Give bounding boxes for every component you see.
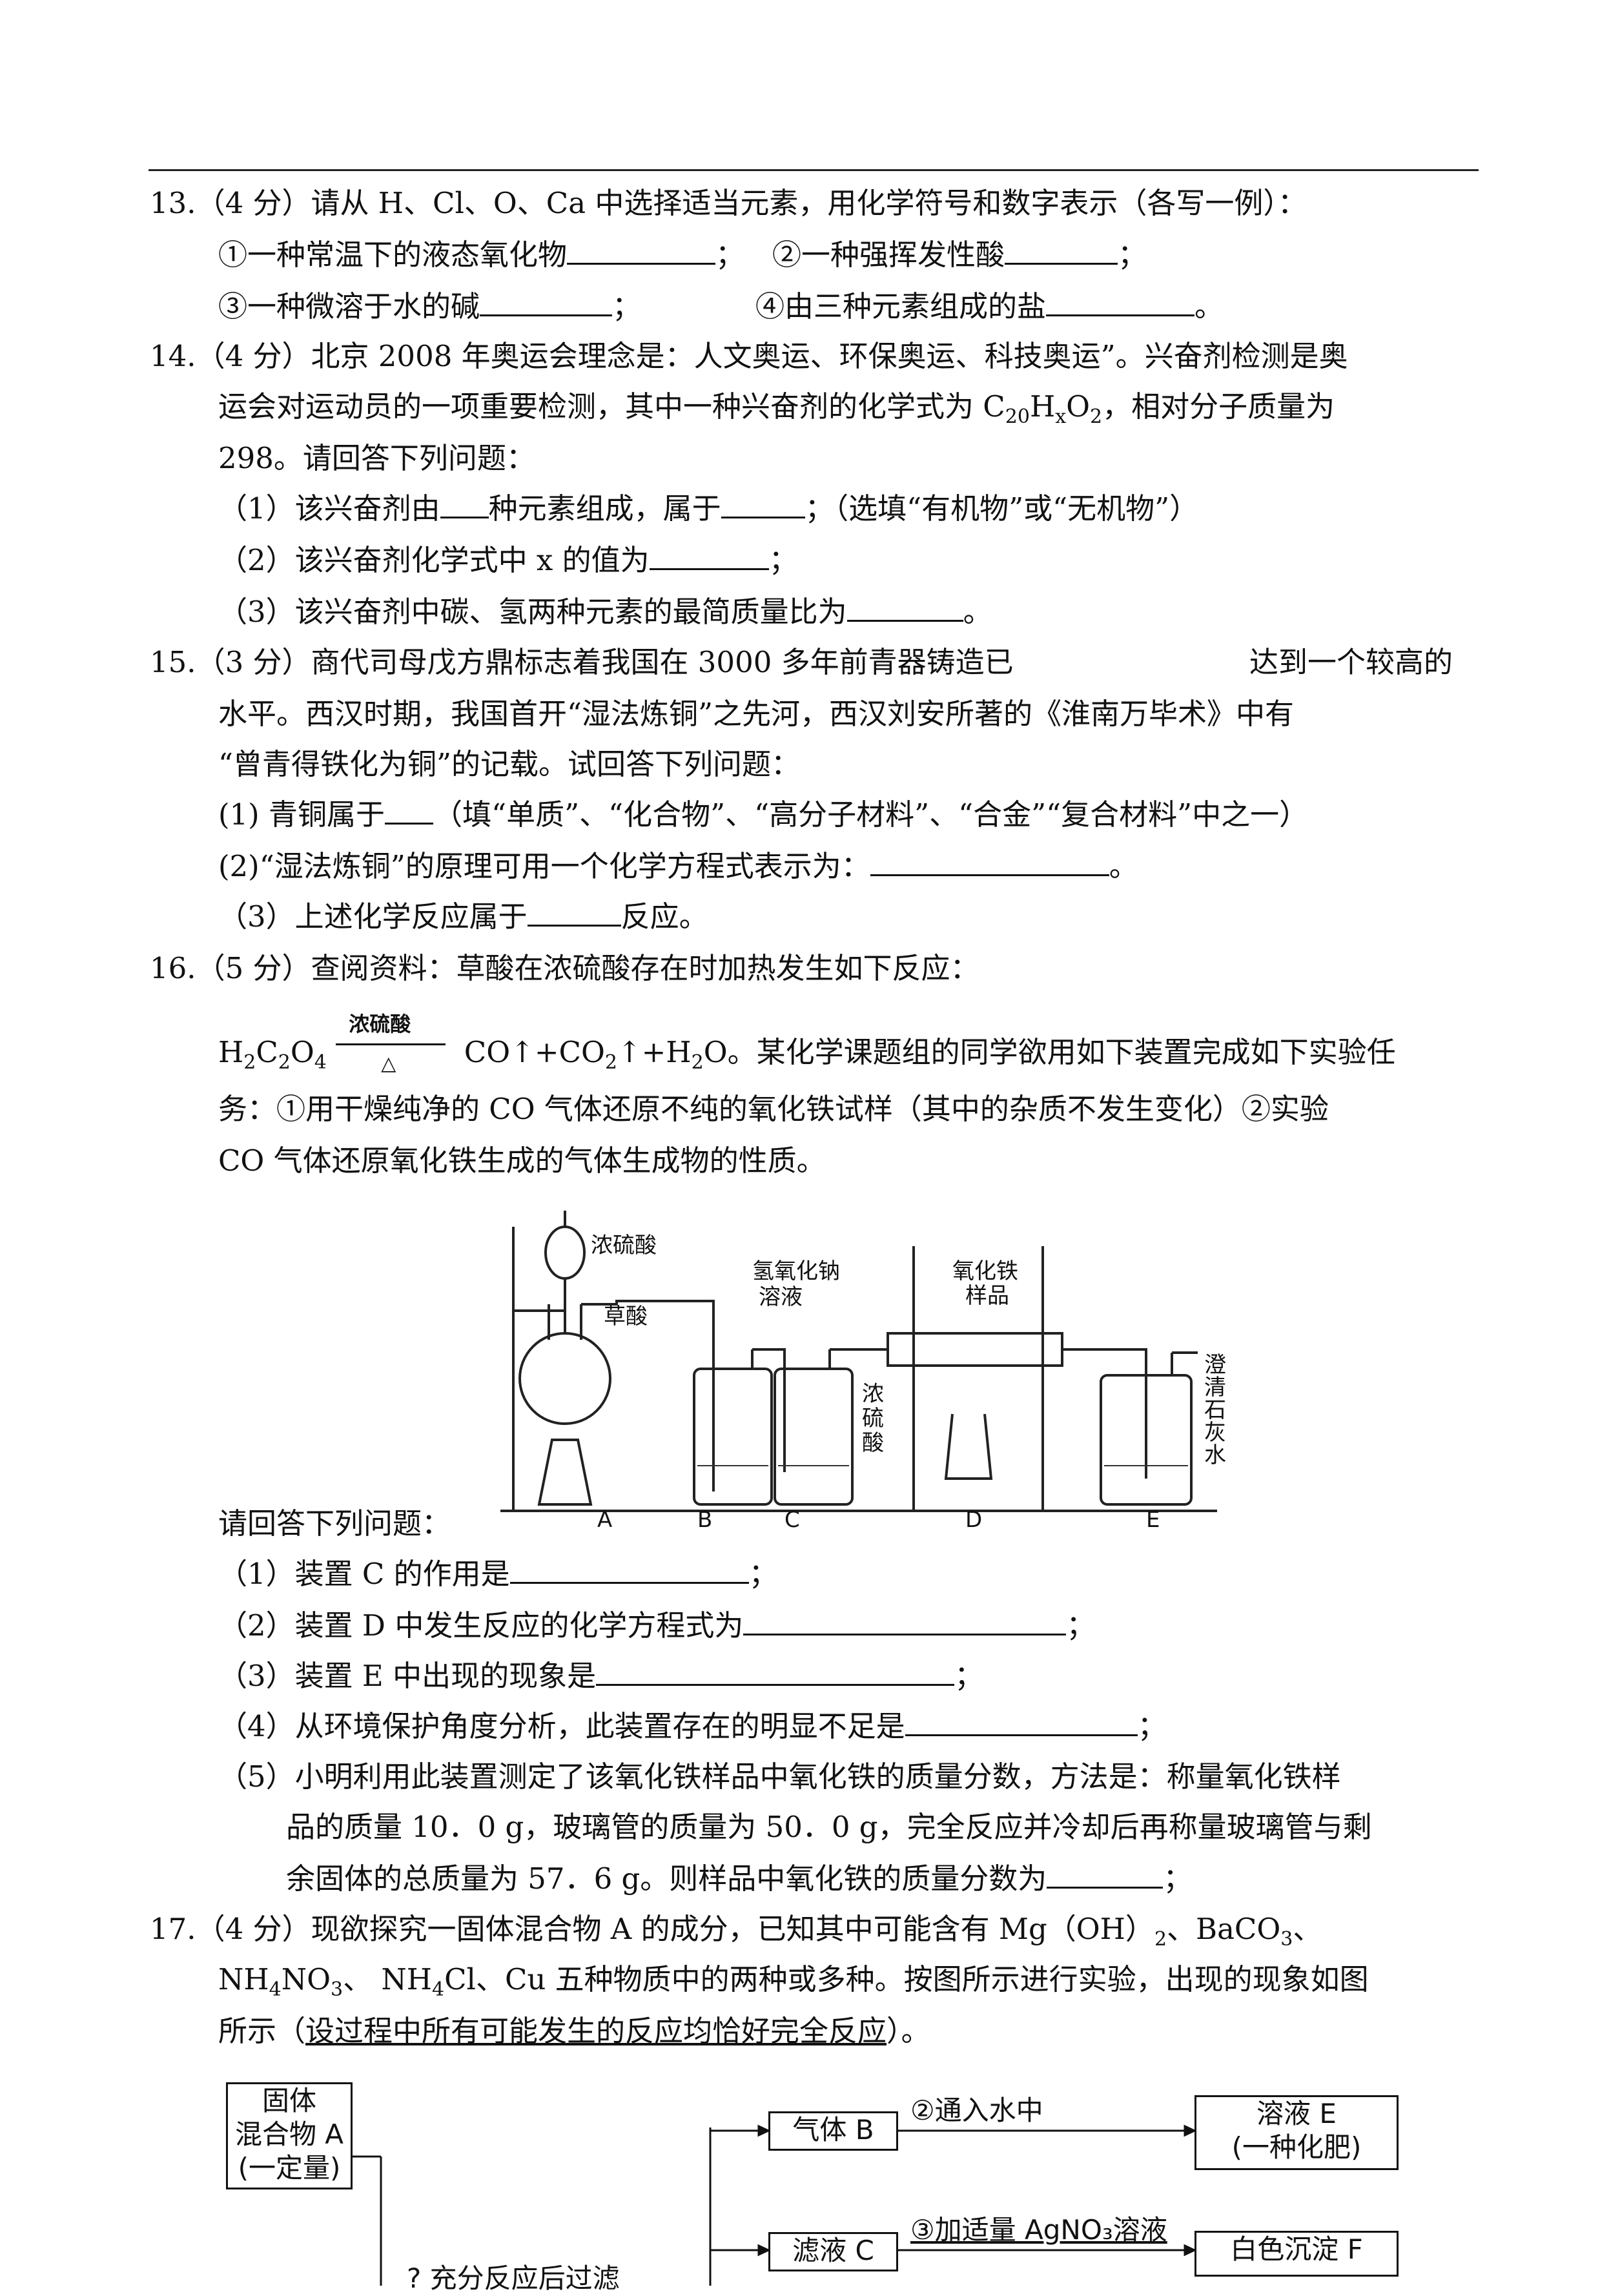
q16-line3: 务：①用干燥纯净的 CO 气体还原不纯的氧化铁试样（其中的杂质不发生变化）②实验: [218, 1092, 1329, 1126]
q16-blank-1[interactable]: [509, 1555, 749, 1584]
label-lime-1: 澄: [1204, 1352, 1226, 1378]
q15-sub3: （3）上述化学反应属于反应。: [218, 897, 708, 936]
q14-blank-4[interactable]: [846, 593, 963, 622]
bottle-b: [693, 1368, 773, 1506]
box-precipitate-f: 白色沉淀 F: [1194, 2231, 1399, 2277]
label-lime-5: 水: [1204, 1442, 1226, 1468]
q13-line2: ①一种常温下的液态氧化物； ②一种强挥发性酸；: [218, 236, 1147, 274]
bottle-e: [1100, 1374, 1193, 1506]
q14-blank-2[interactable]: [721, 489, 805, 518]
box-gas-b: 气体 B: [768, 2111, 898, 2151]
bottle-c: [774, 1368, 854, 1506]
label-h2so4-3: 酸: [862, 1430, 884, 1456]
box-filtrate-c: 滤液 C: [768, 2232, 898, 2271]
q15-blank-3[interactable]: [527, 897, 621, 927]
q16-ask: 请回答下列问题：: [218, 1506, 451, 1541]
label-fe2o3-2: 样品: [965, 1283, 1009, 1309]
q16-sub1: （1）装置 C 的作用是；: [218, 1555, 778, 1594]
label-naoh-1: 氢氧化钠: [752, 1258, 840, 1284]
q14-line1: 14.（4 分）北京 2008 年奥运会理念是：人文奥运、环保奥运、科技奥运”。…: [150, 339, 1348, 373]
flask-a: [518, 1332, 611, 1425]
q16-equation: H2C2O4 浓硫酸 △ CO↑+CO2↑+H2O。某化学课题组的同学欲用如下装…: [218, 1011, 1396, 1075]
burner-d: [944, 1413, 993, 1480]
q15-line1b: 达到一个较高的: [1249, 645, 1453, 679]
box-solid-a: 固体混合物 A(一定量): [226, 2082, 353, 2189]
label-h2so4-2: 硫: [862, 1406, 884, 1431]
label-c: C: [784, 1507, 800, 1530]
q14-sub3: （3）该兴奋剂中碳、氢两种元素的最简质量比为。: [218, 593, 992, 631]
q16-blank-4[interactable]: [905, 1707, 1138, 1736]
q16-line4: CO 气体还原氧化铁生成的气体生成物的性质。: [218, 1143, 826, 1178]
q15-blank-2[interactable]: [870, 847, 1109, 876]
label-h2so4-1: 浓: [862, 1381, 884, 1407]
q16-blank-3[interactable]: [596, 1657, 955, 1686]
label-lime-2: 清: [1204, 1375, 1226, 1400]
q16-sub5a: （5）小明利用此装置测定了该氧化铁样品中氧化铁的质量分数，方法是：称量氧化铁样: [218, 1759, 1341, 1794]
label-lime-3: 石: [1204, 1397, 1226, 1423]
burner-a: [537, 1439, 593, 1506]
q14-line2: 运会对运动员的一项重要检测，其中一种兴奋剂的化学式为 C20HxO2，相对分子质…: [218, 389, 1335, 428]
q16-line1: 16.（5 分）查阅资料：草酸在浓硫酸存在时加热发生如下反应：: [150, 951, 979, 985]
q16-sub2: （2）装置 D 中发生反应的化学方程式为；: [218, 1606, 1095, 1645]
q15-line2: 水平。西汉时期，我国首开“湿法炼铜”之先河，西汉刘安所著的《淮南万毕术》中有: [218, 697, 1295, 731]
q14-line3: 298。请回答下列问题：: [218, 441, 535, 475]
q13-line3b: ④由三种元素组成的盐。: [755, 287, 1224, 326]
label-b: B: [697, 1507, 712, 1530]
q14-sub2: （2）该兴奋剂化学式中 x 的值为；: [218, 541, 798, 580]
q13-blank-4[interactable]: [1046, 287, 1195, 316]
label-e: E: [1146, 1507, 1160, 1530]
q15-sub1: (1) 青铜属于（填“单质”、“化合物”、“高分子材料”、“合金”“复合材料”中…: [218, 795, 1308, 834]
reaction-condition: 浓硫酸 △: [336, 1012, 446, 1075]
apparatus-figure: 浓硫酸 草酸 氢氧化钠 溶液 浓 硫 酸 氧化铁 样品 澄 清 石 灰 水 A …: [500, 1211, 1226, 1530]
step-2-label: ②通入水中: [910, 2095, 1043, 2126]
step-1-label: ? 充分反应后过滤: [407, 2262, 620, 2294]
q15-line1a: 15.（3 分）商代司母戊方鼎标志着我国在 3000 多年前青器铸造已: [150, 645, 1014, 679]
q16-sub5c: 余固体的总质量为 57．6 g。则样品中氧化铁的质量分数为；: [286, 1860, 1192, 1898]
q17-line1: 17.（4 分）现欲探究一固体混合物 A 的成分，已知其中可能含有 Mg（OH）…: [150, 1912, 1322, 1951]
q13-blank-3[interactable]: [480, 287, 613, 316]
label-acid: 浓硫酸: [591, 1233, 657, 1258]
q13-line3: ③一种微溶于水的碱；: [218, 287, 641, 326]
q17-line3: 所示（设过程中所有可能发生的反应均恰好完全反应）。: [218, 2014, 930, 2048]
q16-sub4: （4）从环境保护角度分析，此装置存在的明显不足是；: [218, 1707, 1167, 1746]
q17-line2: NH4NO3、 NH4Cl、Cu 五种物质中的两种或多种。按图所示进行实验，出现…: [218, 1962, 1369, 2001]
q16-sub5b: 品的质量 10．0 g，玻璃管的质量为 50．0 g，完全反应并冷却后再称量玻璃…: [286, 1810, 1372, 1844]
label-d: D: [965, 1507, 982, 1530]
label-lime-4: 灰: [1204, 1420, 1226, 1446]
q13-title: 13.（4 分）请从 H、Cl、O、Ca 中选择适当元素，用化学符号和数字表示（…: [150, 186, 1307, 220]
label-a: A: [597, 1507, 612, 1530]
q16-sub3: （3）装置 E 中出现的现象是；: [218, 1657, 983, 1696]
label-fe2o3-1: 氧化铁: [952, 1258, 1018, 1284]
q13-blank-1[interactable]: [567, 236, 716, 265]
flow-connectors: [352, 2124, 1197, 2286]
q15-line3: “曾青得铁化为铜”的记载。试回答下列问题：: [218, 747, 801, 781]
header-rule: [149, 169, 1479, 171]
q14-blank-1[interactable]: [440, 489, 489, 518]
separatory-funnel: [544, 1225, 586, 1280]
box-solution-e: 溶液 E(一种化肥): [1194, 2095, 1399, 2170]
q14-sub1: （1）该兴奋剂由种元素组成，属于；（选填“有机物”或“无机物”）: [218, 489, 1198, 528]
label-naoh-2: 溶液: [759, 1284, 803, 1310]
flowchart: 固体混合物 A(一定量) 气体 B 滤液 C ②通入水中 ③加适量 AgNO₃溶…: [213, 2076, 1440, 2294]
q15-sub2: (2)“湿法炼铜”的原理可用一个化学方程式表示为：。: [218, 847, 1138, 886]
q16-blank-5[interactable]: [1047, 1860, 1164, 1889]
q13-blank-2[interactable]: [1004, 236, 1118, 265]
q16-blank-2[interactable]: [743, 1606, 1067, 1635]
q14-blank-3[interactable]: [649, 541, 769, 570]
q15-blank-1[interactable]: [385, 795, 434, 825]
step-3-label: ③加适量 AgNO₃溶液: [910, 2214, 1167, 2246]
label-oxalic: 草酸: [604, 1304, 648, 1329]
